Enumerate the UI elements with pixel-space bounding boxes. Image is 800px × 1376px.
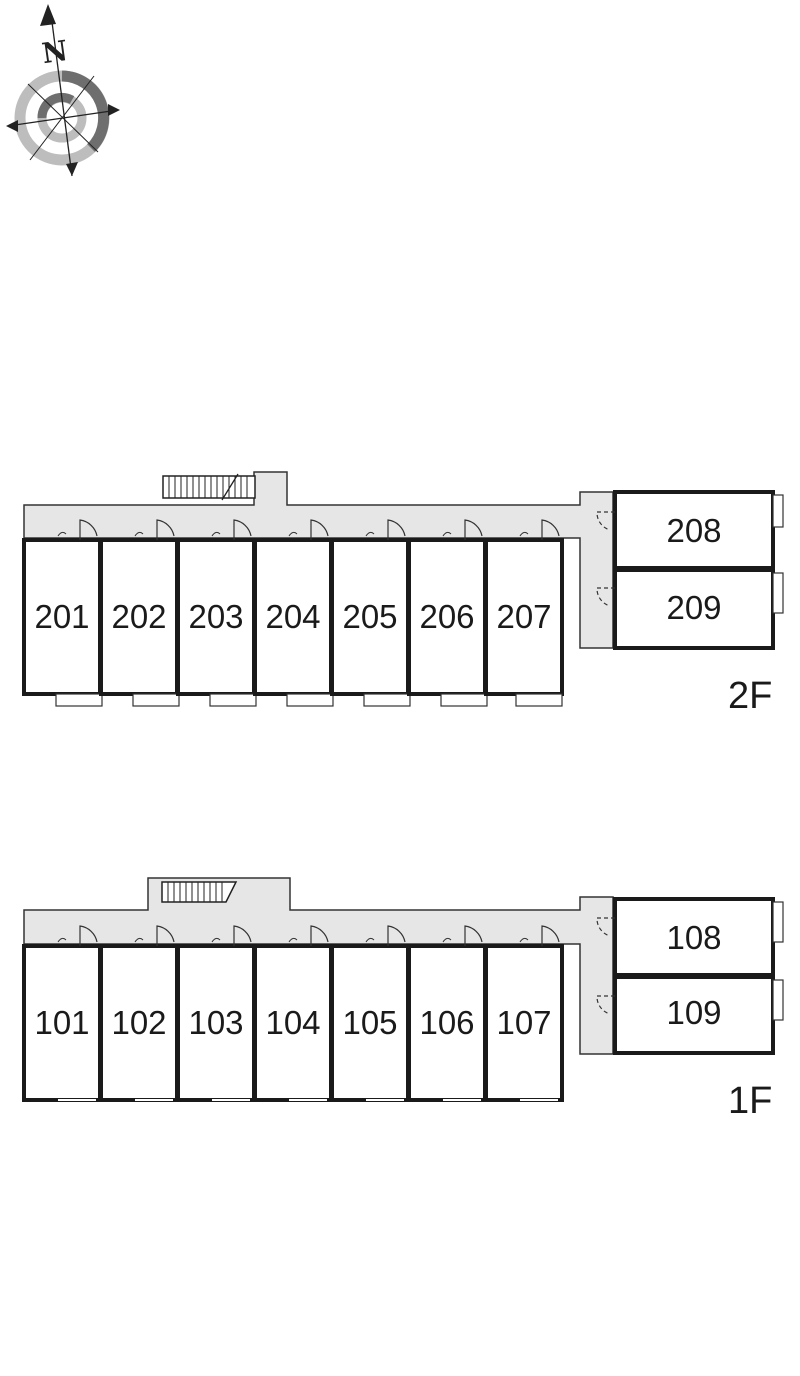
floor-label-1f: 1F: [728, 1080, 772, 1122]
unit-label: 208: [666, 512, 721, 549]
unit-203[interactable]: 203: [176, 519, 257, 707]
unit-label: 107: [496, 1004, 551, 1041]
unit-row-1f: 101 102 103 104: [22, 925, 564, 1102]
floor-2f-plan: 201 202 203 204: [22, 471, 784, 717]
unit-label: 102: [111, 1004, 166, 1041]
unit-label: 106: [419, 1004, 474, 1041]
unit-108[interactable]: 108: [596, 897, 784, 977]
unit-102[interactable]: 102: [99, 925, 179, 1102]
compass-north-label: N: [40, 34, 70, 70]
unit-row-2f: 201 202 203 204: [22, 519, 564, 707]
unit-104[interactable]: 104: [253, 925, 333, 1102]
unit-207[interactable]: 207: [484, 519, 564, 707]
unit-202[interactable]: 202: [99, 519, 180, 707]
unit-206[interactable]: 206: [407, 519, 488, 707]
unit-label: 101: [34, 1004, 89, 1041]
compass-rose-icon: N: [6, 4, 120, 177]
unit-label: 109: [666, 994, 721, 1031]
unit-label: 105: [342, 1004, 397, 1041]
unit-side-2f: 208 209: [596, 490, 784, 650]
floor-1f-plan: 101 102 103 104: [22, 877, 784, 1122]
unit-label: 205: [342, 598, 397, 635]
unit-103[interactable]: 103: [176, 925, 256, 1102]
unit-label: 103: [188, 1004, 243, 1041]
unit-label: 201: [34, 598, 89, 635]
unit-101[interactable]: 101: [22, 925, 102, 1102]
unit-201[interactable]: 201: [22, 519, 103, 707]
unit-105[interactable]: 105: [330, 925, 410, 1102]
unit-109[interactable]: 109: [596, 975, 784, 1055]
floor-label-2f: 2F: [728, 675, 772, 717]
unit-label: 203: [188, 598, 243, 635]
unit-209[interactable]: 209: [596, 568, 784, 650]
stair-1f-icon: [161, 881, 238, 903]
corridor-2f: [23, 471, 614, 649]
unit-label: 209: [666, 589, 721, 626]
unit-label: 202: [111, 598, 166, 635]
corridor-1f: [23, 877, 614, 1055]
unit-label: 206: [419, 598, 474, 635]
unit-label: 207: [496, 598, 551, 635]
unit-label: 204: [265, 598, 320, 635]
stair-2f-icon: [162, 473, 256, 501]
unit-107[interactable]: 107: [484, 925, 564, 1102]
unit-label: 108: [666, 919, 721, 956]
unit-205[interactable]: 205: [330, 519, 411, 707]
unit-side-1f: 108 109: [596, 897, 784, 1055]
unit-204[interactable]: 204: [253, 519, 334, 707]
unit-208[interactable]: 208: [596, 490, 784, 570]
unit-106[interactable]: 106: [407, 925, 487, 1102]
unit-label: 104: [265, 1004, 320, 1041]
